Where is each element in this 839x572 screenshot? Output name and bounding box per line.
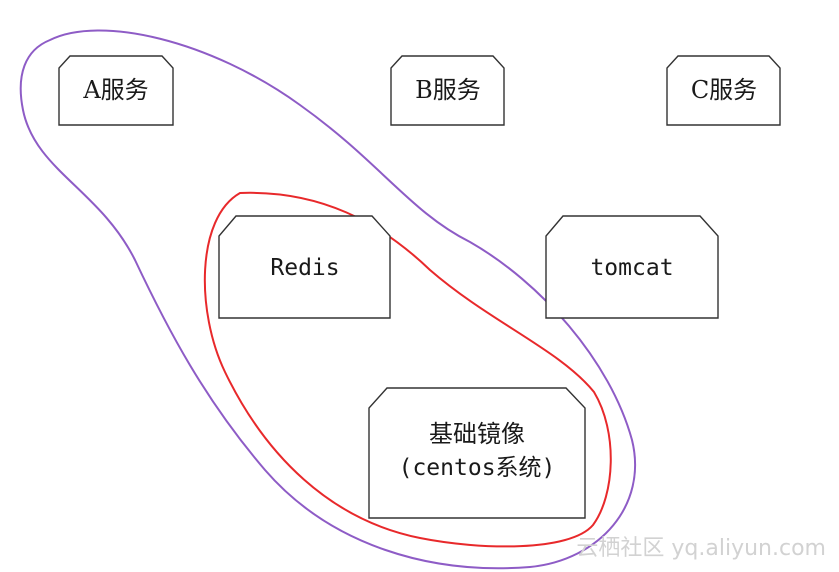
- watermark: 云栖社区 yq.aliyun.com: [576, 536, 826, 561]
- red-group-outline: [203, 191, 612, 548]
- redis-box: Redis: [218, 215, 391, 319]
- service-a-box: A服务: [58, 55, 174, 126]
- tomcat-label: tomcat: [590, 255, 673, 281]
- tomcat-shape: [545, 215, 719, 319]
- service-b-label: B服务: [415, 76, 481, 104]
- base-image-shape: [368, 387, 586, 519]
- service-c-box: C服务: [666, 55, 781, 126]
- service-b-shape: [390, 55, 505, 126]
- base-image-box: 基础镜像 (centos系统): [368, 387, 586, 519]
- purple-group-outline: [19, 29, 637, 570]
- service-a-shape: [58, 55, 174, 126]
- base-image-title: 基础镜像: [429, 420, 525, 448]
- service-c-shape: [666, 55, 781, 126]
- base-image-subtitle: (centos系统): [399, 455, 556, 481]
- service-b-box: B服务: [390, 55, 505, 126]
- redis-shape: [218, 215, 391, 319]
- service-c-label: C服务: [691, 76, 757, 104]
- tomcat-box: tomcat: [545, 215, 719, 319]
- service-a-label: A服务: [82, 76, 148, 104]
- redis-label: Redis: [270, 255, 339, 281]
